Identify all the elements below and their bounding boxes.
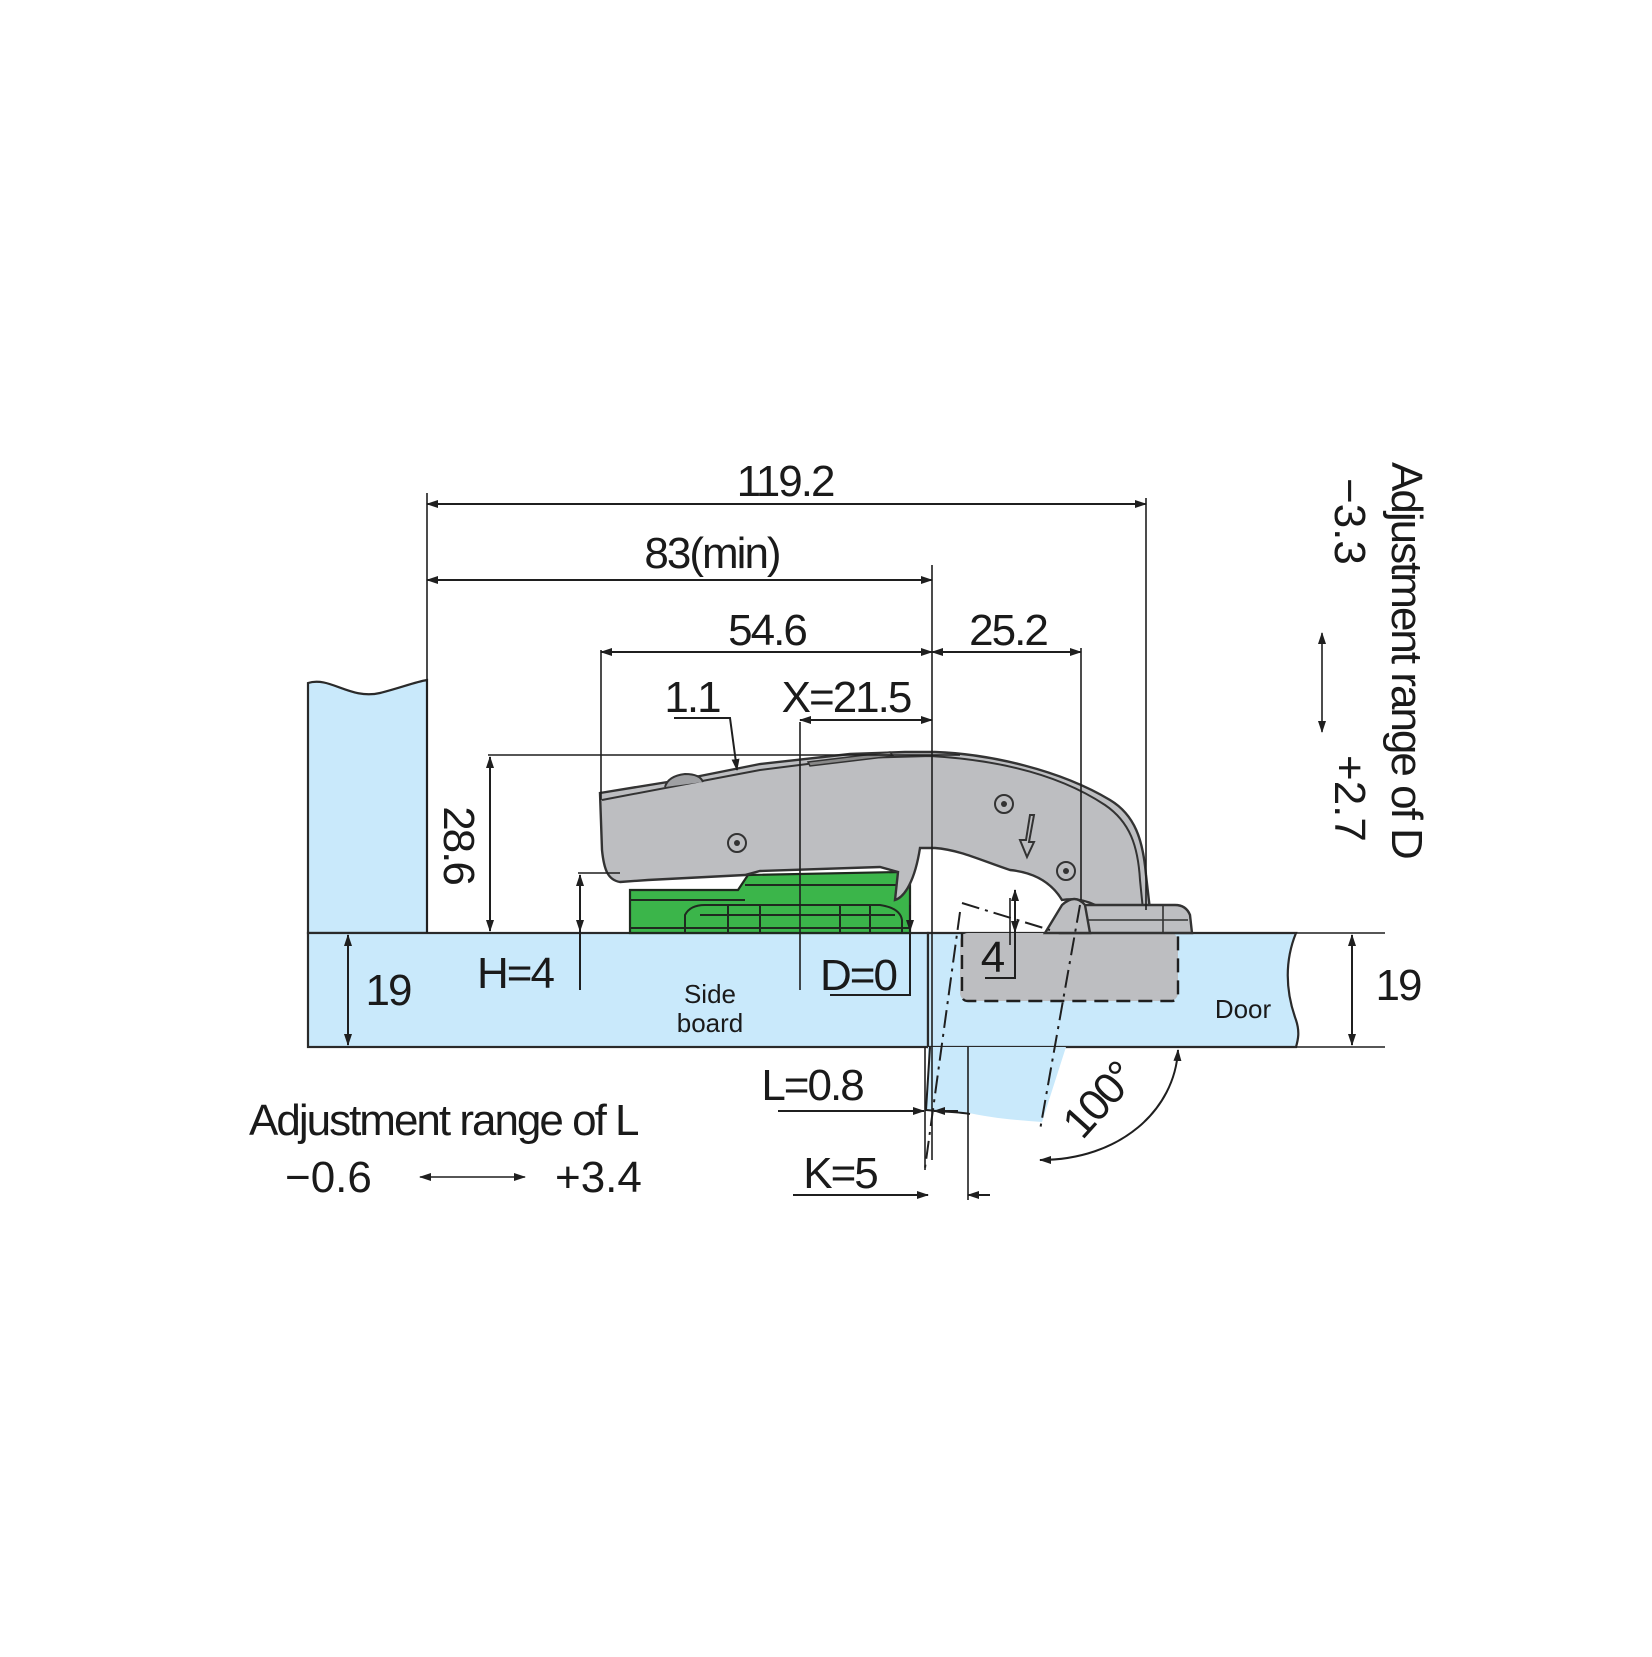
dim-label-25-2: 25.2 — [969, 606, 1047, 655]
dim-line-cup-depth-underline — [985, 932, 1016, 979]
dim-line-d-underline — [830, 933, 911, 996]
adjustment-screw-head — [664, 772, 704, 788]
dim-label-cup-depth: 4 — [981, 933, 1005, 982]
side-board-panel — [306, 931, 930, 1049]
hinge-arm-top-rim — [601, 754, 1144, 911]
dim-label-1-1: 1.1 — [664, 673, 720, 722]
label-side-board-line1: Side — [684, 979, 736, 1009]
dim-label-x: X=21.5 — [782, 673, 911, 722]
mounting-plate — [628, 870, 912, 935]
label-door: Door — [1215, 994, 1272, 1024]
adjustment-d-max: +2.7 — [1325, 755, 1374, 842]
dim-label-h: H=4 — [477, 949, 554, 998]
dim-label-d: D=0 — [820, 951, 896, 1000]
adjustment-l-title: Adjustment range of L — [249, 1096, 639, 1145]
direction-arrow-icon — [1018, 814, 1036, 860]
cabinet-side-panel — [306, 678, 429, 935]
rivet-icon — [994, 794, 1014, 814]
dim-label-54-6: 54.6 — [728, 606, 806, 655]
rivet-icon — [727, 833, 747, 853]
dim-label-19-left: 19 — [366, 966, 411, 1015]
dim-label-19-right: 19 — [1376, 961, 1421, 1010]
dim-label-119-2: 119.2 — [737, 457, 834, 506]
mounting-plate-ridge — [630, 884, 910, 933]
dim-label-l: L=0.8 — [761, 1061, 863, 1110]
dim-label-83-min: 83(min) — [644, 529, 779, 578]
dim-label-28-6: 28.6 — [434, 806, 483, 884]
label-side-board-line2: board — [677, 1008, 744, 1038]
door-swing-centerline-1 — [924, 911, 961, 1169]
adjustment-l-min: −0.6 — [285, 1153, 372, 1202]
rivet-icon — [1056, 861, 1076, 881]
extension-lines — [426, 493, 1147, 1160]
dim-ext-19-right — [1296, 932, 1385, 1048]
leader-1-1 — [674, 717, 740, 771]
angle-arc-100 — [1039, 1049, 1182, 1164]
adjustment-l-max: +3.4 — [555, 1153, 642, 1202]
dim-label-k: K=5 — [803, 1149, 877, 1198]
adjustment-d-min: −3.3 — [1325, 478, 1374, 565]
hinge-arm — [598, 750, 1152, 914]
adjustment-d-title: Adjustment range of D — [1382, 462, 1431, 858]
door-swing-centerline-3 — [961, 902, 1051, 931]
hinge-knuckle — [1042, 897, 1092, 935]
